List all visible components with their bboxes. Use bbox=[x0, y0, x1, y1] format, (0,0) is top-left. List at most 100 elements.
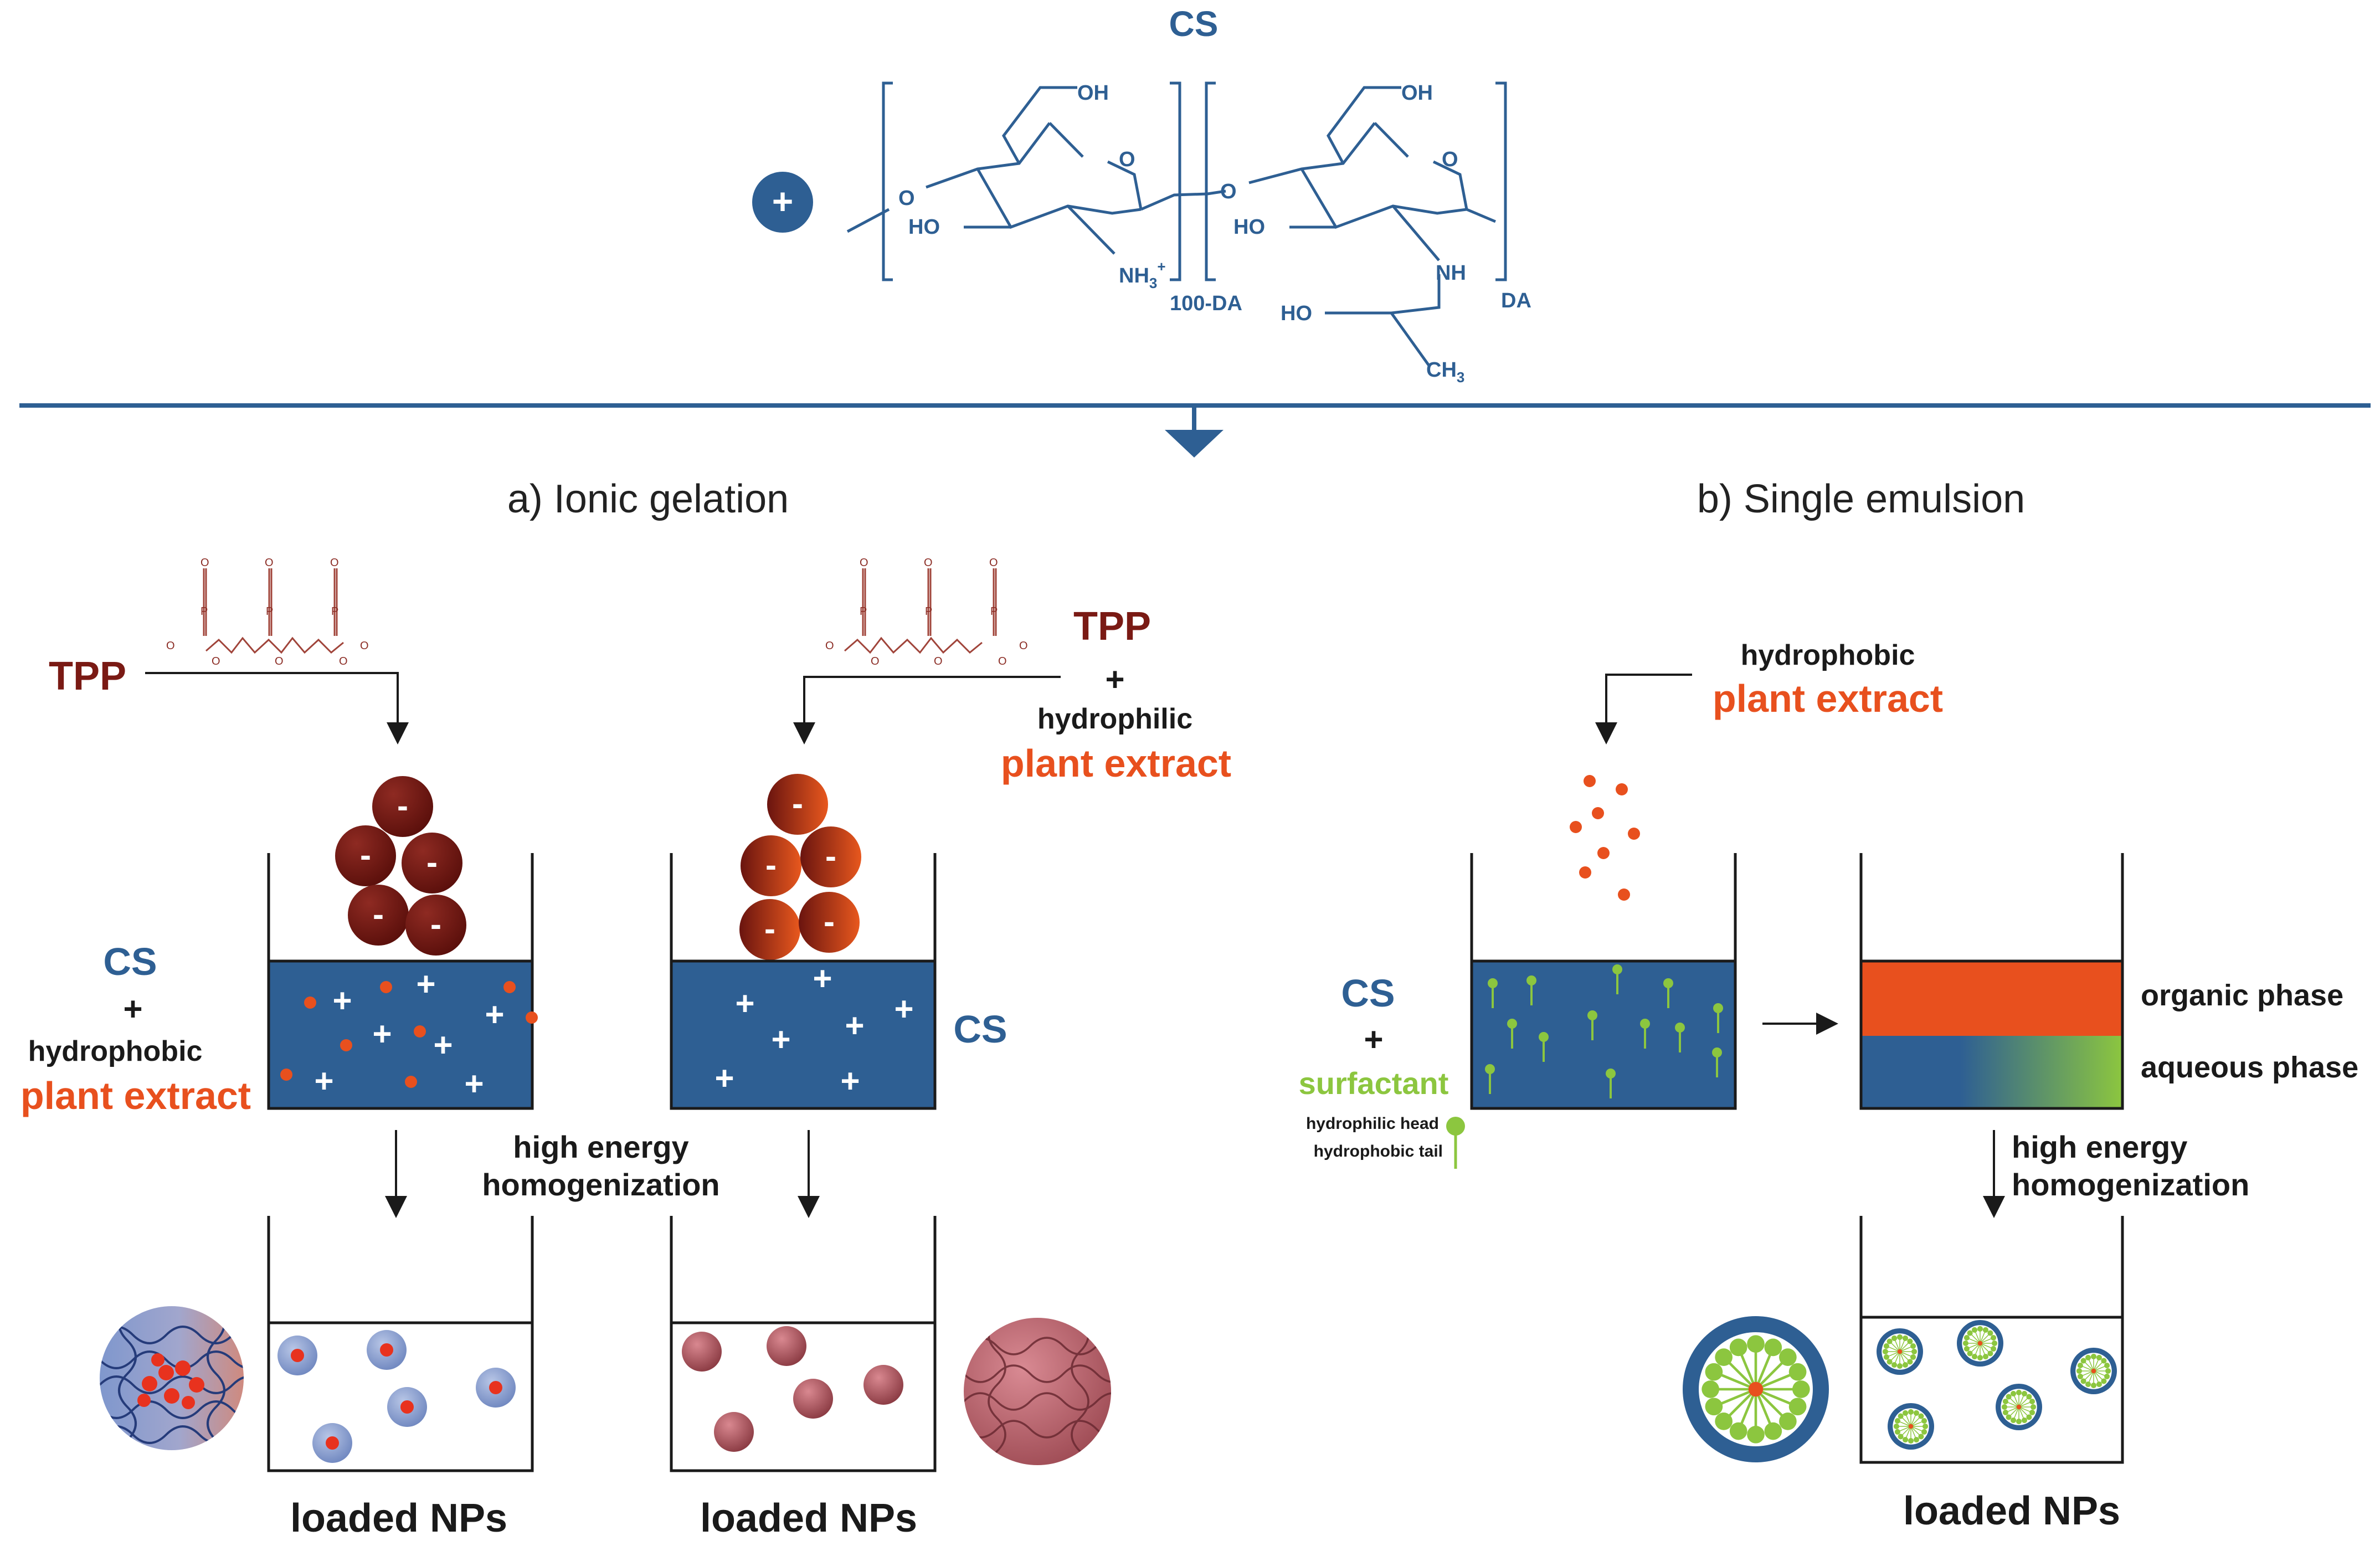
svg-text:-: - bbox=[792, 785, 803, 822]
svg-text:-: - bbox=[765, 846, 777, 884]
positive-charge-icon bbox=[752, 172, 813, 233]
svg-text:+: + bbox=[845, 1007, 864, 1044]
section-divider bbox=[19, 403, 2371, 408]
tpp-feed-arrow-right bbox=[793, 676, 1061, 744]
svg-text:+: + bbox=[485, 996, 504, 1033]
product-label-a2: loaded NPs bbox=[700, 1496, 917, 1540]
subscript-100-da: 100-DA bbox=[1170, 292, 1242, 315]
bracket-right-close bbox=[1495, 81, 1507, 281]
svg-text:P: P bbox=[925, 605, 932, 618]
aqueous-phase-layer bbox=[1861, 1036, 2122, 1108]
subscript-da: DA bbox=[1501, 289, 1531, 312]
micelle bbox=[1957, 1320, 2003, 1367]
beaker-b1-solution bbox=[1472, 961, 1735, 1108]
chitosan-structure: CS + bbox=[752, 4, 1531, 386]
svg-text:O: O bbox=[265, 557, 274, 569]
extract-label-a1: plant extract bbox=[20, 1074, 251, 1117]
extract-label-a2: plant extract bbox=[1001, 742, 1231, 785]
oh-label-2: OH bbox=[1401, 81, 1433, 105]
svg-text:O: O bbox=[1019, 640, 1028, 652]
svg-text:P: P bbox=[990, 605, 998, 618]
hydrophobic-tail-label: hydrophobic tail bbox=[1314, 1142, 1443, 1160]
micelle bbox=[1877, 1328, 1923, 1375]
cs-title: CS bbox=[1169, 4, 1219, 44]
svg-text:+: + bbox=[771, 1021, 790, 1058]
svg-text:-: - bbox=[360, 836, 371, 874]
tpp-label-left: TPP bbox=[49, 654, 126, 699]
svg-text:O: O bbox=[212, 655, 220, 667]
product-label-b: loaded NPs bbox=[1903, 1489, 2120, 1533]
organic-phase-layer bbox=[1861, 961, 2122, 1036]
product-label-a1: loaded NPs bbox=[290, 1496, 507, 1540]
ho-label-1: HO bbox=[908, 215, 940, 239]
o-link-left: O bbox=[898, 187, 915, 210]
loaded-np-closeup-hydrophobic bbox=[100, 1306, 244, 1450]
svg-text:O: O bbox=[339, 655, 348, 667]
svg-text:O: O bbox=[275, 655, 284, 667]
svg-text:P: P bbox=[860, 605, 867, 618]
loaded-micelles-b bbox=[1877, 1320, 2117, 1450]
beaker-b2 bbox=[1859, 853, 2124, 1110]
bracket-right-open bbox=[1205, 81, 1216, 281]
svg-text:-: - bbox=[397, 787, 408, 824]
tpp-particles-left bbox=[335, 776, 466, 956]
loaded-micelle-closeup bbox=[1683, 1316, 1829, 1462]
svg-text:P: P bbox=[331, 605, 338, 618]
svg-text:O: O bbox=[998, 655, 1007, 667]
ho-side-label: HO bbox=[1281, 302, 1312, 325]
positive-charge-sign: + bbox=[772, 181, 794, 222]
surfactant-heads-b1 bbox=[1485, 964, 1723, 1078]
process-label-a-line1: high energy bbox=[513, 1129, 688, 1164]
svg-text:O: O bbox=[360, 640, 369, 652]
tpp-molecule-right bbox=[844, 568, 997, 654]
svg-text:-: - bbox=[430, 906, 441, 943]
svg-text:+: + bbox=[372, 1015, 392, 1052]
svg-text:-: - bbox=[764, 910, 775, 947]
nh-label: NH bbox=[1436, 261, 1466, 285]
svg-text:+: + bbox=[416, 965, 435, 1003]
svg-text:+: + bbox=[433, 1026, 453, 1064]
svg-text:+: + bbox=[332, 982, 352, 1019]
svg-text:-: - bbox=[426, 844, 438, 881]
svg-text:O: O bbox=[934, 655, 943, 667]
extract-type-a1: hydrophobic bbox=[28, 1035, 203, 1067]
process-label-b-line2: homogenization bbox=[2012, 1167, 2249, 1202]
product-beaker-b bbox=[1859, 1216, 2124, 1464]
beaker-a1-solution bbox=[269, 961, 532, 1108]
svg-text:O: O bbox=[825, 640, 834, 652]
plus-b: + bbox=[1364, 1021, 1383, 1058]
beaker-b1 bbox=[1470, 853, 1737, 1110]
tpp-atoms-left: O O O P P P O O O O O bbox=[166, 557, 369, 667]
svg-text:-: - bbox=[373, 896, 384, 933]
svg-text:+: + bbox=[735, 985, 754, 1022]
svg-text:O: O bbox=[989, 557, 998, 569]
product-beaker-a2 bbox=[670, 1216, 937, 1472]
process-label-a-line2: homogenization bbox=[482, 1167, 719, 1202]
section-a-title: a) Ionic gelation bbox=[507, 477, 789, 521]
section-b-title: b) Single emulsion bbox=[1697, 477, 2025, 521]
extract-feed-arrow-b bbox=[1595, 674, 1692, 744]
hydrophilic-head-label: hydrophilic head bbox=[1306, 1115, 1439, 1133]
extract-type-b: hydrophobic bbox=[1741, 639, 1915, 671]
svg-text:O: O bbox=[860, 557, 868, 569]
micelle bbox=[1683, 1316, 1829, 1462]
svg-text:+: + bbox=[714, 1060, 734, 1097]
loaded-tpp-particles-right bbox=[739, 774, 861, 960]
bracket-left-open bbox=[882, 81, 893, 281]
beaker-a1 bbox=[267, 853, 534, 1110]
loaded-nps-a1 bbox=[277, 1330, 516, 1463]
loaded-particle-charges-right: - - - - - bbox=[764, 785, 836, 947]
svg-text:O: O bbox=[201, 557, 209, 569]
positive-charges-a2: + + + + + + + bbox=[714, 960, 913, 1100]
falling-extract-droplets bbox=[1570, 775, 1640, 901]
tpp-atoms-right: O O O P P P O O O O O bbox=[825, 557, 1028, 667]
surfactant-head-legend-icon bbox=[1446, 1117, 1465, 1136]
micelle bbox=[1996, 1384, 2042, 1430]
loaded-np-closeup-hydrophilic bbox=[964, 1318, 1111, 1465]
beaker-a2 bbox=[670, 853, 937, 1110]
cs-label-a1: CS bbox=[103, 940, 157, 983]
tpp-feed-arrow-left bbox=[145, 672, 409, 744]
ho-label-2: HO bbox=[1233, 215, 1265, 239]
ch3-label: CH3 bbox=[1426, 358, 1464, 386]
